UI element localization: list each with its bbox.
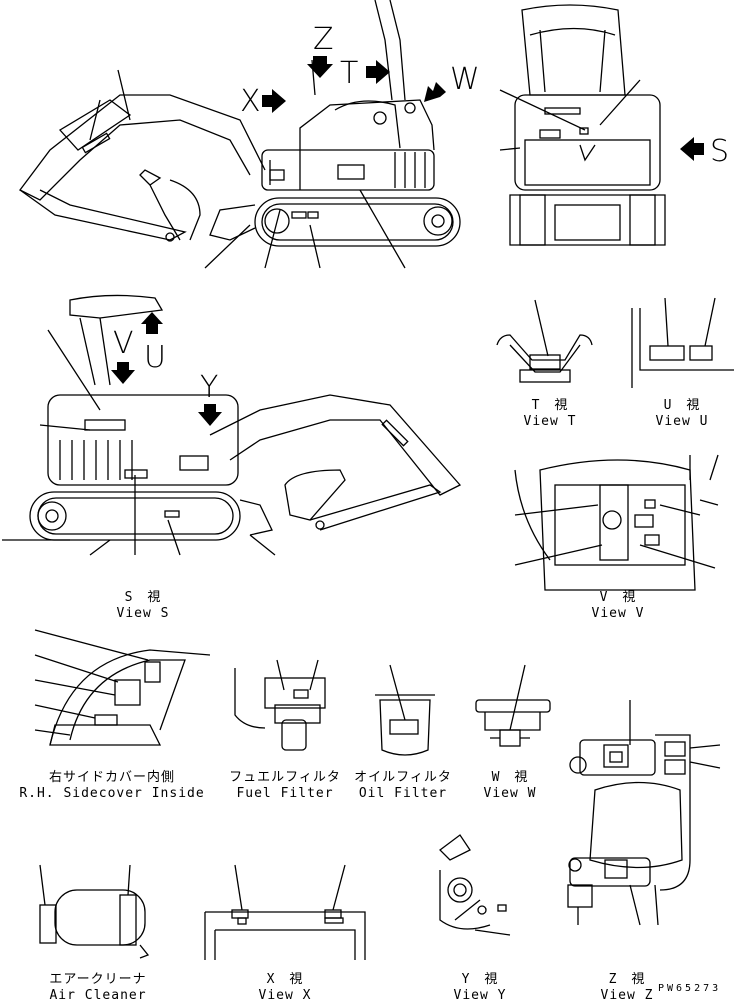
caption-rh-sidecover-jp: 右サイドカバー内側 [48,770,175,785]
view-v-detail [514,454,719,591]
caption-view-u-jp: U 視 [663,398,701,413]
caption-rh-sidecover-en: R.H. Sidecover Inside [19,786,205,801]
caption-view-z-en: View Z [600,988,654,1003]
excavator-view-s [2,294,462,556]
caption-view-x-jp: X 視 [266,972,304,987]
caption-rh-sidecover: 右サイドカバー内側 R.H. Sidecover Inside [12,770,212,802]
caption-view-y-en: View Y [453,988,507,1003]
excavator-side-view [19,0,461,269]
caption-air-cleaner-jp: エアークリーナ [49,972,147,987]
caption-view-w-jp: W 視 [491,770,529,785]
view-w-arrow-label: W [450,62,480,97]
view-z-detail [567,700,721,926]
caption-view-w: W 視 View W [470,770,550,802]
caption-view-v-jp: V 視 [599,590,637,605]
caption-fuel-filter-en: Fuel Filter [236,786,334,801]
view-w-detail [475,664,551,747]
rh-sidecover-detail [34,629,211,746]
drawing-code: PW65273 [658,983,722,994]
caption-air-cleaner-en: Air Cleaner [49,988,147,1003]
caption-view-y-jp: Y 視 [461,972,499,987]
caption-view-y: Y 視 View Y [440,972,520,1004]
caption-oil-filter-jp: オイルフィルタ [354,770,452,785]
caption-view-v: V 視 View V [578,590,658,622]
caption-oil-filter: オイルフィルタ Oil Filter [348,770,458,802]
view-u-arrow-label: U [144,340,166,375]
view-x-arrow-label: X [240,84,261,119]
view-t-arrow-label: T [340,56,359,91]
caption-oil-filter-en: Oil Filter [358,786,448,801]
caption-fuel-filter-jp: フュエルフィルタ [229,770,341,785]
caption-view-u: U 視 View U [642,398,722,430]
caption-view-u-en: View U [655,414,709,429]
view-y-arrow-label: Y [200,370,219,405]
caption-view-t-jp: T 視 [531,398,569,413]
view-y-detail [439,834,511,936]
caption-view-t: T 視 View T [510,398,590,430]
air-cleaner-detail [39,864,150,959]
fuel-filter-detail [234,659,326,751]
view-z-arrow-label: Z [313,22,334,57]
view-arrows [111,56,704,426]
caption-view-w-en: View W [483,786,537,801]
caption-fuel-filter: フュエルフィルタ Fuel Filter [225,770,345,802]
caption-air-cleaner: エアークリーナ Air Cleaner [38,972,158,1004]
view-x-detail [204,864,366,960]
view-v-arrow-label: V [113,326,134,361]
excavator-rear-view [499,4,666,246]
caption-view-x-en: View X [258,988,312,1003]
caption-view-t-en: View T [523,414,577,429]
caption-view-x: X 視 View X [245,972,325,1004]
oil-filter-detail [375,664,435,756]
caption-view-s-en: View S [116,606,170,621]
caption-view-s-jp: S 視 [124,590,162,605]
caption-view-z: Z 視 View Z [587,972,667,1004]
caption-view-z-jp: Z 視 [608,972,646,987]
view-t-detail [496,299,593,383]
view-s-arrow-label: S [710,134,730,169]
caption-view-s: S 視 View S [103,590,183,622]
caption-view-v-en: View V [591,606,645,621]
view-u-detail [631,297,734,388]
